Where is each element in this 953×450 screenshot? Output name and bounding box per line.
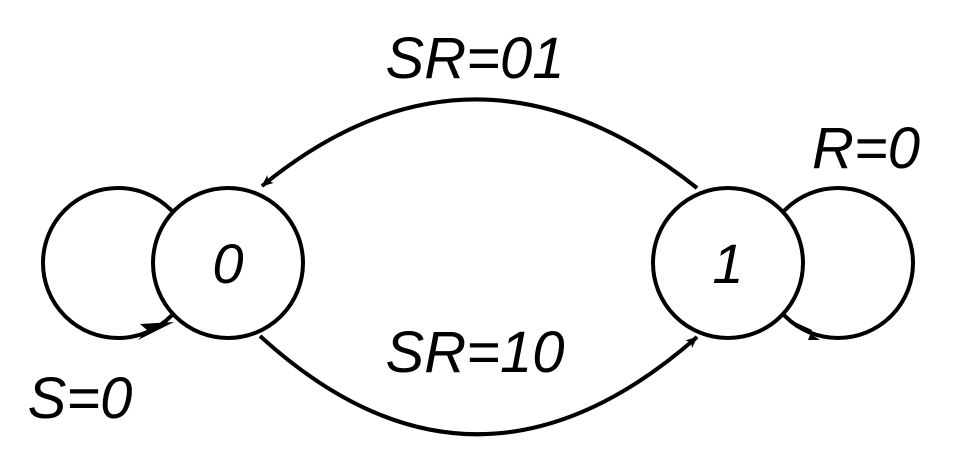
self-loop-1-arrowhead — [786, 318, 820, 340]
transition-label-sr01: SR=01 — [386, 26, 565, 91]
self-loop-0-arrowhead — [138, 322, 174, 340]
transition-label-sr10: SR=10 — [386, 320, 565, 385]
state-1-label: 1 — [712, 232, 743, 295]
transition-0-to-1 — [258, 334, 699, 437]
transition-label-s0: S=0 — [28, 366, 133, 431]
state-0-circle — [151, 186, 305, 340]
transition-label-r0: R=0 — [812, 116, 920, 181]
state-1-circle — [651, 186, 805, 340]
state-0-label: 0 — [212, 232, 243, 295]
transition-1-to-0 — [260, 97, 699, 190]
